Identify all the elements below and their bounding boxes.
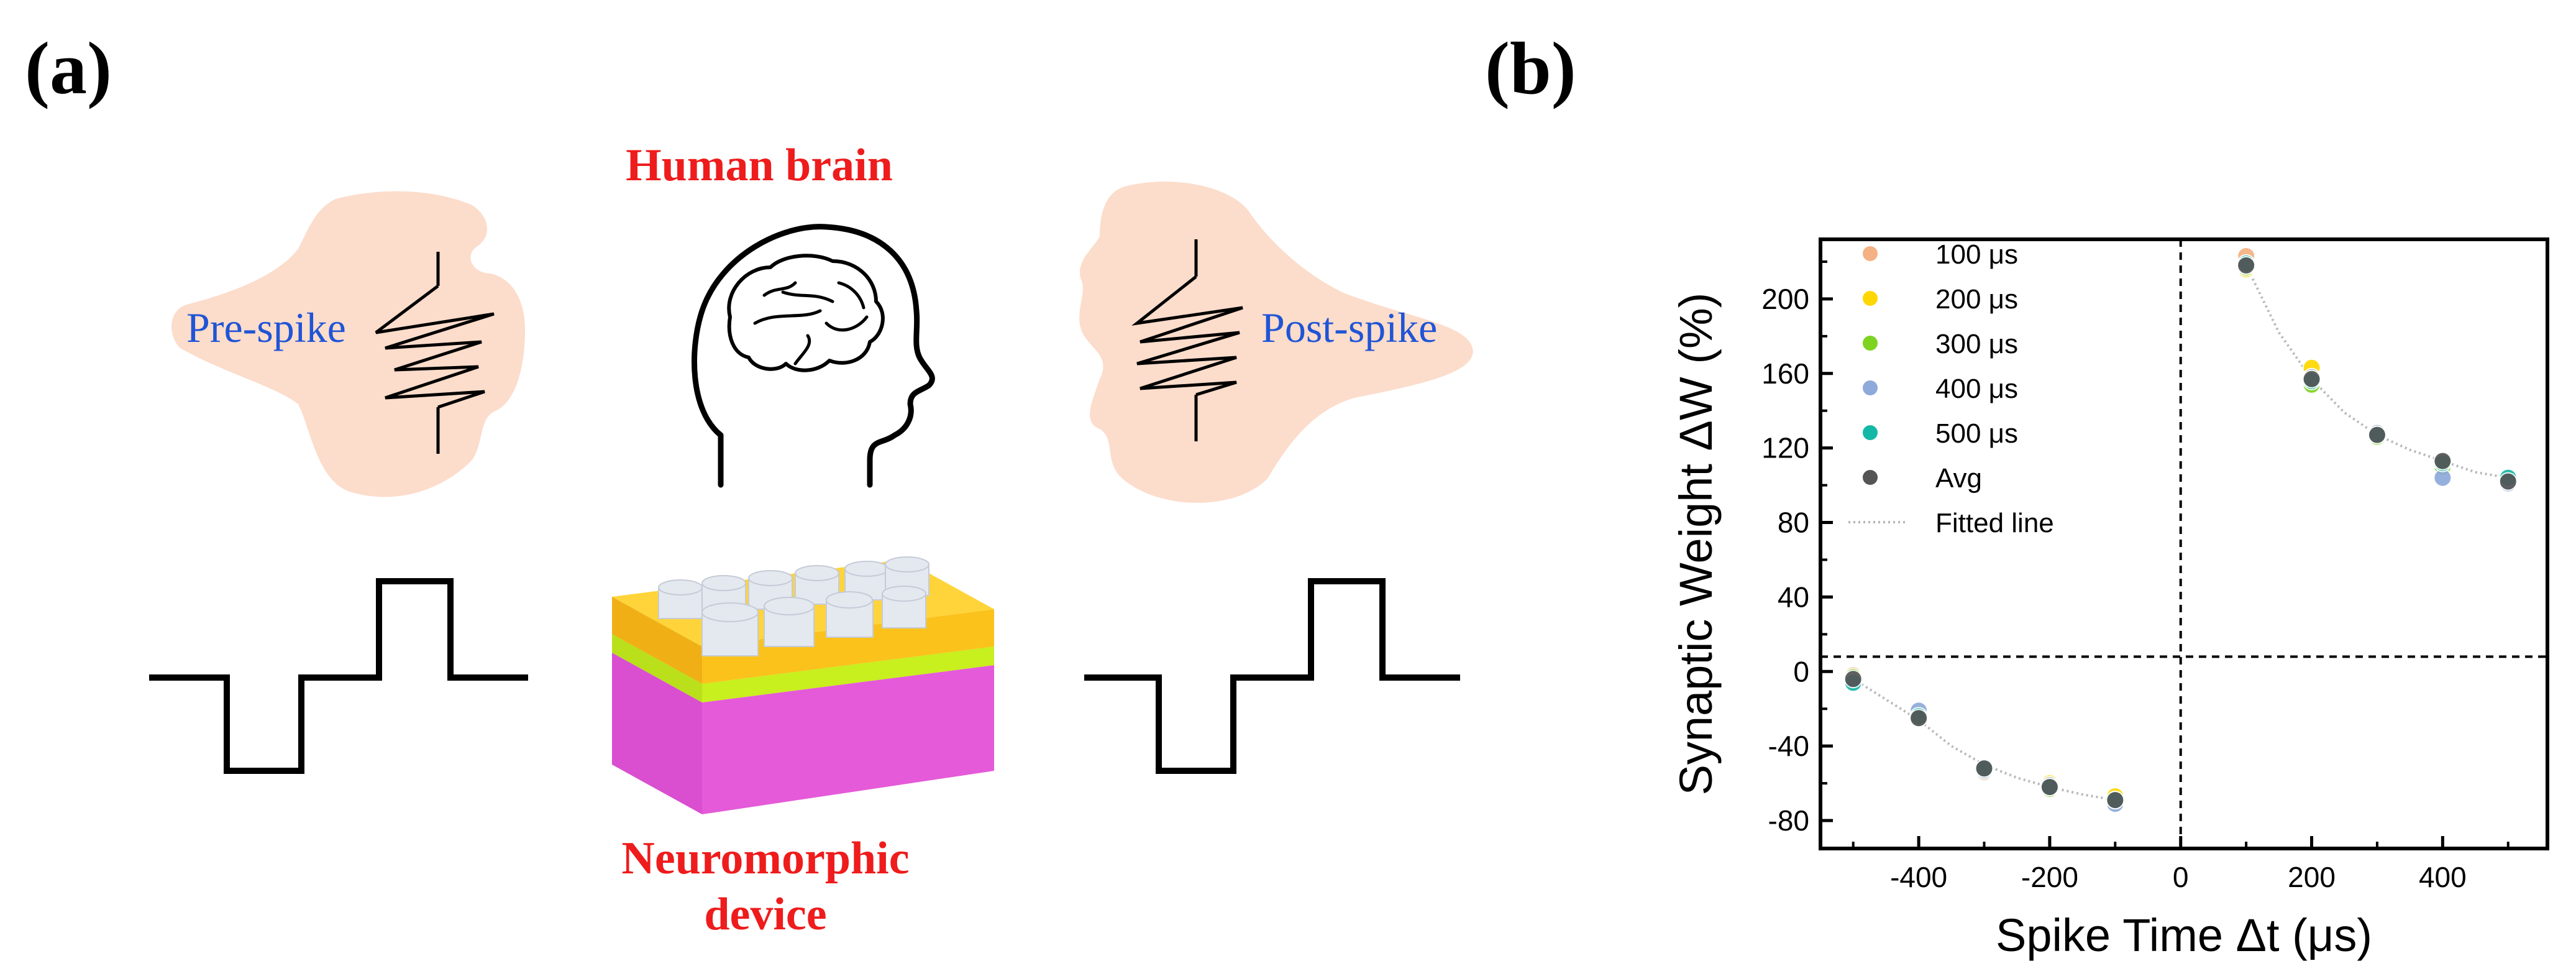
legend-marker	[1861, 379, 1879, 397]
device-caption-line2: device	[704, 889, 826, 940]
data-point	[2040, 778, 2059, 797]
legend-label: Avg	[1935, 463, 1982, 494]
y-tick-label: -40	[1768, 730, 1809, 762]
fitted-line-negative	[1852, 678, 2116, 802]
panel-a: Human brain Pre-spike Post-spike	[149, 140, 1473, 940]
panel-a-label: (a)	[25, 27, 112, 109]
x-axis-title: Spike Time Δt (μs)	[1996, 909, 2372, 961]
legend-label: 500 μs	[1935, 418, 2018, 449]
y-tick-label: 40	[1778, 581, 1809, 613]
device-caption-line1: Neuromorphic	[621, 833, 909, 884]
plot-frame	[1819, 237, 2549, 850]
legend-label: 100 μs	[1935, 239, 2018, 270]
data-point	[1909, 709, 1929, 728]
legend: 100 μs 200 μs 300 μs 400 μs 500 μs AvgFitted …	[1848, 239, 2054, 538]
post-pulse-waveform	[1084, 578, 1460, 774]
pre-pulse-waveform	[149, 578, 528, 774]
y-tick-label: 160	[1761, 357, 1809, 390]
x-tick-label: 200	[2288, 861, 2336, 893]
pre-spike-label: Pre-spike	[186, 304, 346, 351]
x-tick-label: 0	[2173, 861, 2189, 893]
legend-label: 200 μs	[1935, 284, 2018, 315]
post-neuron-shape	[1079, 182, 1473, 503]
legend-marker	[1861, 245, 1879, 262]
data-point	[2237, 255, 2256, 275]
y-tick-label: 0	[1793, 655, 1809, 688]
fitted-line-layer	[1852, 265, 2509, 802]
x-tick-label: -200	[2021, 861, 2078, 893]
data-point	[2302, 369, 2321, 389]
neuromorphic-device-illustration	[612, 556, 994, 814]
human-head-icon	[692, 224, 935, 488]
data-point	[2367, 425, 2386, 444]
legend-label: Fitted line	[1935, 508, 2054, 538]
panel-b-label: (b)	[1485, 27, 1576, 109]
reference-lines	[1820, 239, 2547, 849]
legend-marker	[1861, 290, 1879, 307]
data-point	[1975, 759, 1994, 778]
legend-label: 400 μs	[1935, 374, 2018, 404]
data-point	[2433, 451, 2452, 471]
legend-marker	[1861, 469, 1879, 486]
data-point	[2106, 791, 2125, 810]
data-points-layer	[1843, 246, 2518, 814]
x-tick-label: 400	[2419, 861, 2467, 893]
y-axis-title: Synaptic Weight ΔW (%)	[1670, 293, 1722, 796]
pre-spike-waveform	[375, 252, 495, 454]
post-spike-waveform	[1131, 239, 1243, 441]
x-tick-label: -400	[1890, 861, 1947, 893]
data-point	[2498, 472, 2518, 491]
post-spike-label: Post-spike	[1261, 304, 1437, 351]
legend-label: 300 μs	[1935, 329, 2018, 359]
legend-marker	[1861, 334, 1879, 352]
y-tick-label: -80	[1768, 804, 1809, 837]
y-tick-label: 120	[1761, 432, 1809, 464]
legend-marker	[1861, 424, 1879, 441]
y-tick-label: 200	[1761, 283, 1809, 315]
y-tick-label: 80	[1778, 507, 1809, 539]
data-point	[1843, 669, 1863, 689]
human-brain-caption: Human brain	[626, 140, 893, 191]
